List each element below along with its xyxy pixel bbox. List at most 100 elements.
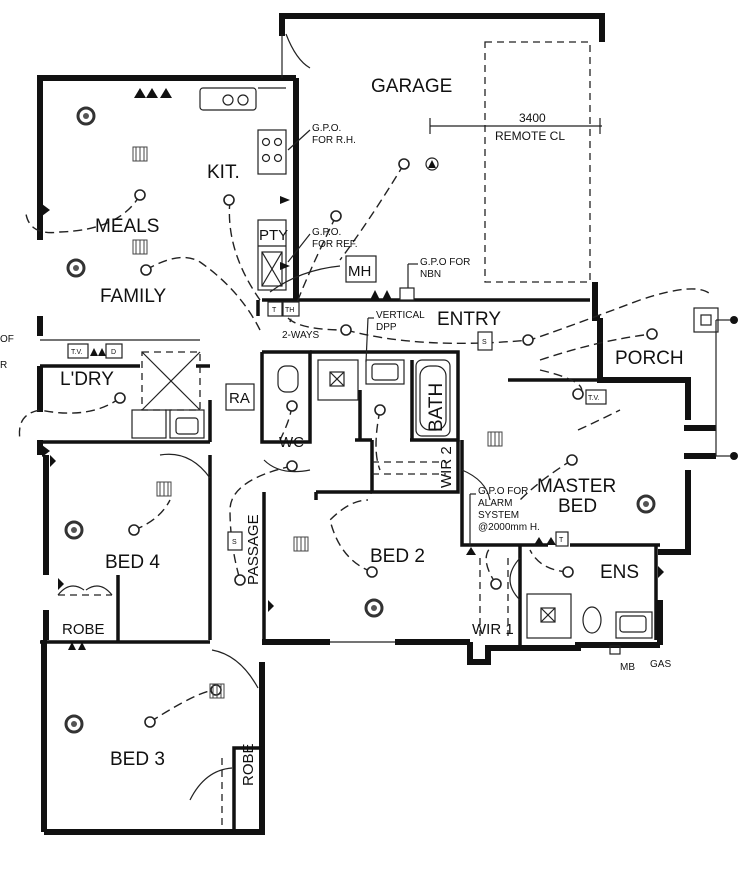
gpo-triangle-icon <box>78 642 86 650</box>
room-label-meals: MEALS <box>95 216 159 237</box>
gpo-triangle-icon <box>58 578 64 590</box>
gpo-triangle-icon <box>68 642 76 650</box>
circle-light-icon <box>572 388 584 400</box>
downlight-icon <box>66 258 86 278</box>
room-label-ra: RA <box>229 390 250 407</box>
circle-light-icon <box>144 716 156 728</box>
gpo-triangle-icon <box>370 290 380 300</box>
note-two-ways: 2-WAYS <box>282 330 320 341</box>
note-gpo-alarm-line3: SYSTEM <box>478 510 519 521</box>
ceiling-lights <box>114 158 658 728</box>
circle-light-icon <box>646 328 658 340</box>
room-label-garage: GARAGE <box>371 76 452 97</box>
room-label-passage: PASSAGE <box>245 514 262 585</box>
circle-light-icon <box>286 400 298 412</box>
exterior-walls <box>37 13 716 835</box>
room-label-bath: BATH <box>426 383 447 432</box>
gpo-triangle-icon <box>658 566 664 578</box>
gpo-triangle-icon <box>280 262 290 270</box>
room-label-master-bed-line2: BED <box>558 496 597 517</box>
tv-outlet-label: T.V. <box>71 349 82 356</box>
circle-light-icon <box>566 454 578 466</box>
exhaust-fans <box>132 146 503 699</box>
symbol-boxes: T.V. D T TH S S T.V. T <box>67 255 607 551</box>
gpo-triangle-icon <box>382 290 392 300</box>
external-light-icon <box>730 316 738 324</box>
note-gpo-rh-line1: G.P.O. <box>312 123 341 134</box>
gpo-triangle-icon <box>546 537 556 545</box>
exhaust-fan-icon <box>132 239 148 255</box>
note-vertical-dpp-line1: VERTICAL <box>376 310 425 321</box>
note-gpo-alarm-line4: @2000mm H. <box>478 522 540 533</box>
ensuite-fixtures <box>479 558 653 639</box>
gpo-triangle-icon <box>466 547 476 555</box>
note-gpo-ref-line2: FOR REF. <box>312 239 358 250</box>
downlight-icon <box>64 520 84 540</box>
gpo-triangle-icon <box>534 537 544 545</box>
circle-light-icon <box>286 460 298 472</box>
dimension-garage-door-label: REMOTE CL <box>495 129 565 143</box>
interior-walls <box>40 298 660 832</box>
room-label-master-bed-line1: MASTER <box>537 476 616 497</box>
gpo-triangle-icon <box>50 455 56 467</box>
room-label-wir1: WIR 1 <box>472 621 514 638</box>
note-gpo-rh-line2: FOR R.H. <box>312 135 356 146</box>
data-outlet-label: D <box>111 349 116 356</box>
circle-light-icon <box>374 404 386 416</box>
note-gpo-nbn-line2: NBN <box>420 269 441 280</box>
note-gpo-ref-line1: G.P.O. <box>312 227 341 238</box>
circle-light-icon <box>223 194 235 206</box>
gpo-triangle-icon <box>268 600 274 612</box>
circle-light-icon <box>522 334 534 346</box>
exhaust-fan-icon <box>209 683 225 699</box>
circle-light-icon <box>114 392 126 404</box>
room-label-entry: ENTRY <box>437 309 501 330</box>
note-edge-of: OF <box>0 334 14 345</box>
note-gpo-nbn-line1: G.P.O FOR <box>420 257 470 268</box>
exhaust-fan-icon <box>293 536 309 552</box>
gpo-triangle-icon <box>42 445 50 457</box>
downlight-icon <box>76 106 96 126</box>
room-label-bed2: BED 2 <box>370 546 425 567</box>
circle-light-icon <box>134 189 146 201</box>
dimensions: 3400 REMOTE CL <box>495 111 565 143</box>
room-label-porch: PORCH <box>615 348 684 369</box>
room-label-wc: WC <box>279 434 304 451</box>
room-label-bed4: BED 4 <box>105 552 160 573</box>
room-label-bed3: BED 3 <box>110 749 165 770</box>
gpo-triangle-icon <box>146 88 158 98</box>
bath-fixtures <box>277 359 451 475</box>
circle-light-icon <box>340 324 352 336</box>
smoke-detector-icon: S <box>232 539 237 546</box>
smoke-detector-icon: S <box>482 339 487 346</box>
garage-details <box>281 33 602 283</box>
thermostat-label: T <box>272 307 277 314</box>
room-label-meter-hatch: MH <box>348 263 371 280</box>
room-label-pantry: PTY <box>259 227 288 244</box>
room-labels: GARAGE KIT. MEALS FAMILY PTY MH ENTRY PO… <box>60 76 684 786</box>
downlight-icon <box>364 598 384 618</box>
kitchen-fixtures <box>199 87 287 291</box>
note-vertical-dpp-line2: DPP <box>376 322 397 333</box>
gpo-triangle-icon <box>160 88 172 98</box>
room-label-wir2: WIR 2 <box>438 446 455 488</box>
room-label-kitchen: KIT. <box>207 162 240 183</box>
exhaust-fan-icon <box>487 431 503 447</box>
outside-symbols <box>40 157 738 655</box>
annotations: G.P.O. FOR R.H. G.P.O. FOR REF. G.P.O FO… <box>0 123 671 673</box>
circle-light-icon <box>562 566 574 578</box>
circle-light-icon <box>140 264 152 276</box>
note-gas: GAS <box>650 659 671 670</box>
room-label-laundry: L'DRY <box>60 369 114 390</box>
circle-light-icon <box>330 210 342 222</box>
note-gpo-alarm-line1: G.P.O FOR <box>478 486 528 497</box>
gpo-triangle-icon <box>134 88 146 98</box>
gpo-triangle-icon <box>42 204 50 216</box>
room-label-family: FAMILY <box>100 286 166 307</box>
tv-outlet-label: T.V. <box>588 395 599 402</box>
gpo-triangle-icon <box>98 348 106 356</box>
note-mb: MB <box>620 662 635 673</box>
dimension-garage-door-width: 3400 <box>519 111 546 125</box>
power-outlets <box>42 88 664 650</box>
